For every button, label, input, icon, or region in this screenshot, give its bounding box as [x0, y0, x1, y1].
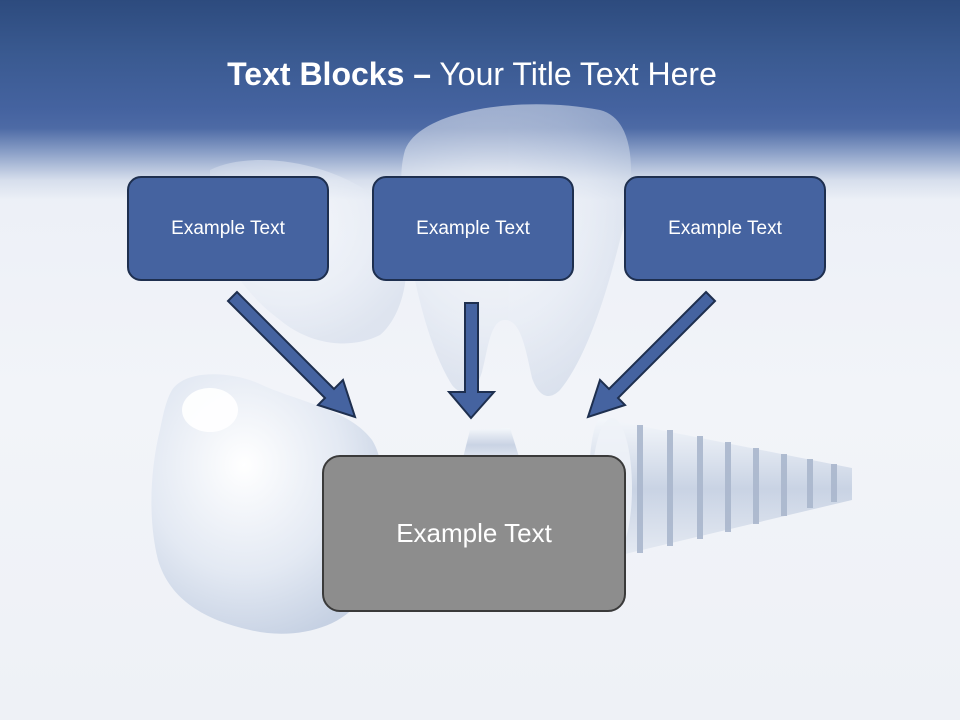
text-block-2[interactable]: Example Text [372, 176, 574, 281]
text-block-1-label: Example Text [171, 217, 285, 239]
title-separator: – [413, 56, 432, 92]
center-text-block[interactable]: Example Text [322, 455, 626, 612]
abutment-shape [462, 428, 520, 462]
text-block-2-label: Example Text [416, 217, 530, 239]
slide-title: Text Blocks – Your Title Text Here [0, 52, 944, 96]
title-bold-part: Text Blocks [227, 56, 405, 92]
title-rest: Your Title Text Here [439, 56, 717, 92]
text-block-1[interactable]: Example Text [127, 176, 329, 281]
implant-screw-shape [588, 418, 852, 560]
text-block-3-label: Example Text [668, 217, 782, 239]
center-text-block-label: Example Text [396, 518, 552, 548]
text-block-3[interactable]: Example Text [624, 176, 826, 281]
